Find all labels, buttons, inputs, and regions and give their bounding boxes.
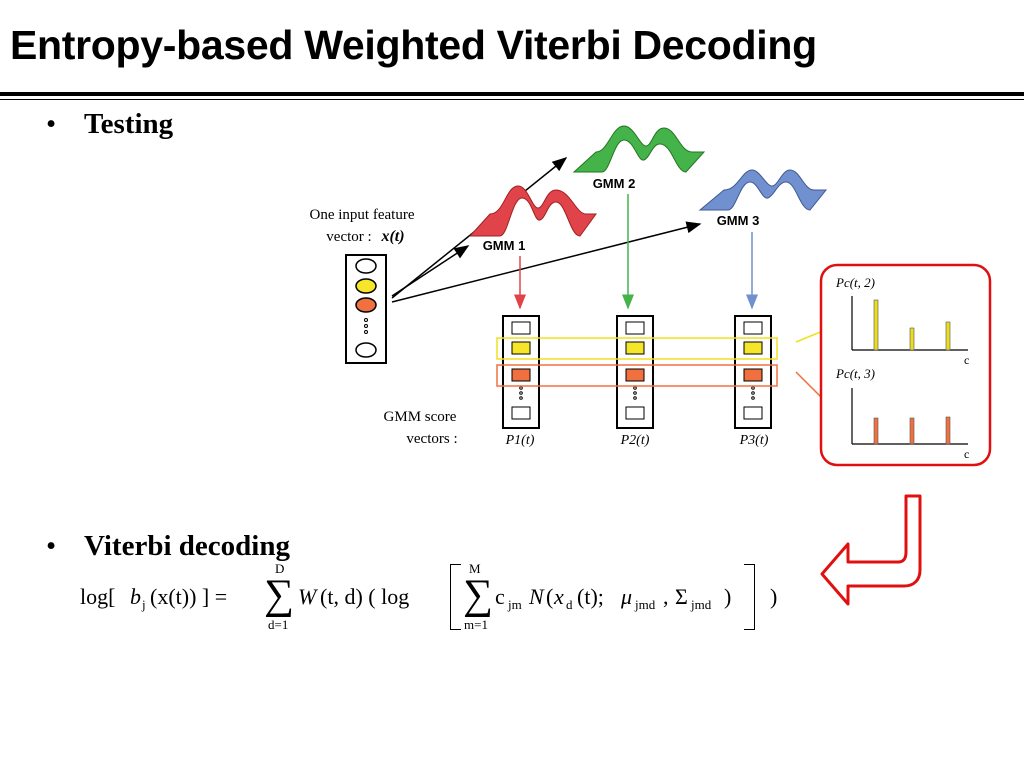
plot2-label: Pc(t, 3) <box>835 366 875 381</box>
formula-args-mid: (t); <box>577 584 604 609</box>
bullet-marker: • <box>46 108 57 140</box>
score-vector-label-3: P3(t) <box>739 433 769 448</box>
formula-sum2-lower: m=1 <box>464 617 488 632</box>
score-vector-3 <box>734 315 772 429</box>
formula-sigma: Σ <box>675 584 688 609</box>
input-caption-symbol: x(t) <box>380 228 404 245</box>
viterbi-formula: log[ b j (x(t)) ] = D ∑ d=1 W (t, d) ( l… <box>80 562 800 632</box>
formula-coef: c <box>495 584 505 609</box>
gmm3-label: GMM 3 <box>717 213 760 228</box>
formula-coef-sub: jm <box>508 597 522 612</box>
input-caption-line2: vector : <box>326 229 371 245</box>
score-vector-1 <box>502 315 540 429</box>
formula-sigma-sub: jmd <box>691 597 712 612</box>
plot1-label: Pc(t, 2) <box>835 275 875 290</box>
formula-x-sub: d <box>566 597 573 612</box>
bullet-testing: • Testing <box>46 108 173 141</box>
formula-b-sub: j <box>142 597 146 612</box>
yellow-highlight-band <box>496 337 778 360</box>
bullet-marker: • <box>46 530 57 562</box>
gmm1-distribution <box>468 185 597 237</box>
formula-sum1-sigma: ∑ <box>264 572 294 618</box>
formula-normal: N <box>529 584 544 609</box>
formula-sum1-lower: d=1 <box>268 617 289 632</box>
orange-highlight-band <box>496 364 778 387</box>
formula-mu: μ <box>621 584 633 609</box>
score-vector-label-2: P2(t) <box>620 433 650 448</box>
arrow-to-gmm3 <box>391 221 702 303</box>
score-vector-2 <box>616 315 654 429</box>
formula-weight-args: (t, d) ( log <box>320 584 410 609</box>
plot1 <box>851 296 968 351</box>
entropy-plot-box <box>819 263 992 467</box>
formula-sum2-upper: M <box>469 561 481 576</box>
bullet-label: Viterbi decoding <box>84 530 290 562</box>
formula-log: log[ <box>80 584 116 609</box>
formula-x: x <box>554 584 564 609</box>
title-rule-thick <box>0 92 1024 96</box>
formula-lhs-arg: (x(t)) ] = <box>150 584 228 609</box>
plot2 <box>851 388 968 445</box>
gmm1-label: GMM 1 <box>483 238 526 253</box>
gmm2-distribution <box>572 125 706 173</box>
curved-return-arrow <box>820 494 922 606</box>
page-title: Entropy-based Weighted Viterbi Decoding <box>10 22 817 68</box>
formula-right-bracket <box>744 564 755 630</box>
formula-comma: , <box>663 584 669 609</box>
score-vector-label-1: P1(t) <box>505 433 535 448</box>
formula-weight: W <box>298 584 317 609</box>
input-caption-line1: One input feature <box>310 207 415 223</box>
bullet-label: Testing <box>84 108 174 140</box>
bullet-viterbi: • Viterbi decoding <box>46 530 290 563</box>
gmm2-label: GMM 2 <box>593 176 636 191</box>
formula-open-paren: ( <box>546 584 554 609</box>
formula-final-close: ) <box>770 584 778 609</box>
input-feature-vector <box>345 254 387 364</box>
gmm3-distribution <box>698 169 828 211</box>
formula-close: ) <box>724 584 732 609</box>
formula-left-bracket <box>450 564 461 630</box>
formula-mu-sub: jmd <box>635 597 656 612</box>
title-rule-thin <box>0 99 1024 100</box>
formula-sum1-upper: D <box>275 561 285 576</box>
plot2-axis-label: c <box>964 447 969 461</box>
formula-sum2-sigma: ∑ <box>463 572 493 618</box>
plot1-axis-label: c <box>964 353 969 367</box>
score-caption-line1: GMM score <box>384 409 457 425</box>
formula-b: b <box>130 584 141 609</box>
score-caption-line2: vectors : <box>406 431 457 447</box>
